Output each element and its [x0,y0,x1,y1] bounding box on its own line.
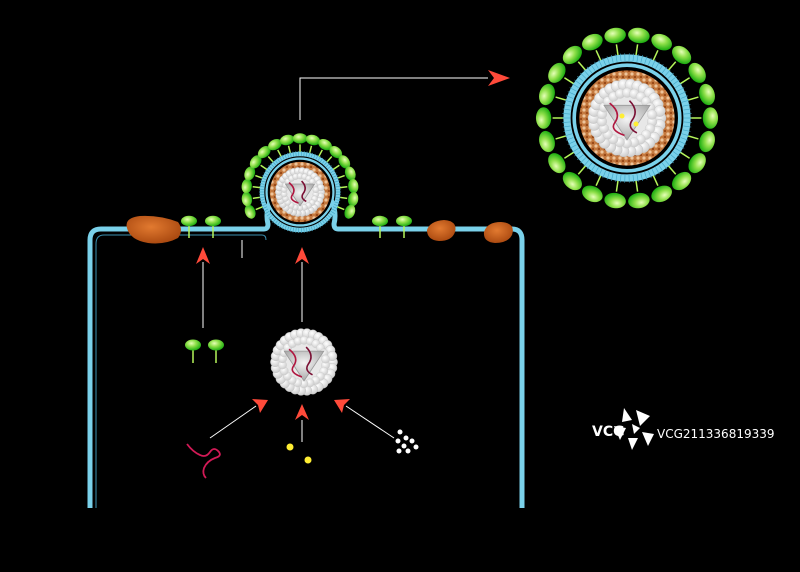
membrane-matrix-proteins [126,215,513,244]
mature-virion [535,27,719,209]
arrow-to-mature-virion [488,70,510,86]
connector-line [299,77,488,120]
vcg-logo-icon [614,408,654,450]
enzyme-particles [286,443,312,464]
spike-protein [205,215,221,238]
capsid-protein-subunits [395,429,419,454]
watermark-id: VCG211336819339 [657,427,775,441]
spike-protein [396,215,412,238]
spike-protein [372,215,388,238]
budding-virion [241,133,359,234]
watermark-logo-text: VCG [592,424,625,440]
free-spike-proteins [185,339,224,363]
rna-strand [186,443,221,479]
spike-protein [181,215,197,238]
assembly-arrows [196,247,395,442]
membrane-spike-proteins [181,215,412,238]
watermark: VCG VCG211336819339 [592,408,775,450]
free-nucleocapsid [270,328,338,396]
